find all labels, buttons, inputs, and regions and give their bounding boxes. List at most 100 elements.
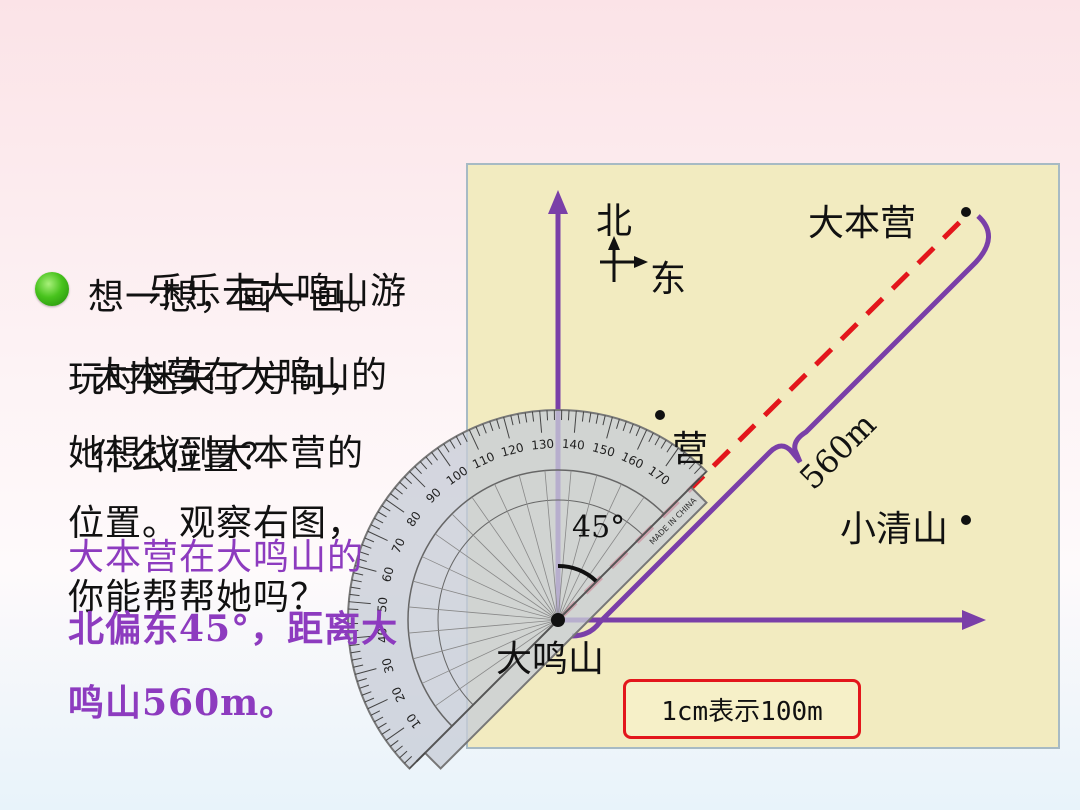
protractor-number: 60 [379,565,396,583]
protractor-ray [557,470,572,621]
protractor-tick [455,436,462,446]
protractor-tick [690,471,707,488]
protractor-tick [414,466,422,475]
protractor-tick [443,443,450,453]
protractor-tick [517,413,521,424]
protractor-tick [349,593,360,597]
protractor-tick [381,505,391,512]
partial-point [655,410,665,420]
camp-point [961,207,971,217]
protractor-ray [557,496,645,621]
question-line-1-overlay: 乐乐去大鸣山游 [148,271,408,312]
protractor-tick [389,740,399,747]
protractor-ray [451,513,559,621]
protractor-tick [355,565,377,572]
protractor-tick [385,499,405,513]
protractor-tick [648,432,654,443]
protractor-ray [421,556,559,621]
protractor-tick [348,601,371,605]
compass-east-head [634,256,648,268]
protractor-tick [666,443,673,453]
protractor-tick [688,461,697,470]
partial-label: 营 [672,429,709,470]
question-line-3: 她想找到大本营的 [68,433,365,474]
protractor-tick [595,413,599,424]
protractor-ray [421,619,559,684]
protractor-ray [434,619,559,707]
protractor-tick [531,411,535,422]
hill-label: 小清山 [840,509,949,550]
protractor-ray [557,475,598,621]
protractor-tick [381,728,391,735]
protractor-tick [622,421,627,432]
protractor-tick [602,415,606,426]
protractor-number: 70 [389,536,408,556]
protractor-ray [413,580,559,621]
scale-text: 1cm表示100m [661,696,823,727]
protractor-ray [494,483,559,621]
protractor-tick [419,461,428,470]
protractor-tick [482,423,487,434]
protractor-tick [353,664,364,668]
protractor-tick [361,544,372,549]
protractor-tick [370,524,381,530]
protractor-tick [394,487,403,495]
question-line-5: 你能帮帮她吗？ [68,577,328,618]
protractor-tick [377,511,387,518]
protractor-tick [364,697,375,703]
protractor-tick [399,750,408,759]
protractor-tick [615,419,620,429]
protractor-tick [370,710,381,716]
question-line-1: 想一想，画一画。 [88,277,385,318]
protractor-tick [359,551,370,556]
bearing-dashed-line [558,212,970,620]
protractor-tick [510,415,514,426]
start-point [551,613,565,627]
protractor-ray [471,496,559,621]
protractor-tick [573,410,577,433]
protractor-tick [348,635,371,639]
scale-legend: 1cm表示100m [623,679,861,739]
protractor-tick [399,481,408,490]
protractor-tick [629,423,634,434]
protractor-tick [394,745,403,753]
start-label: 大鸣山 [496,639,605,680]
protractor-tick [367,699,388,710]
protractor-tick [425,456,433,465]
protractor-tick [678,451,685,461]
protractor-number: 140 [561,437,585,453]
east-label: 东 [650,259,687,300]
protractor-tick [374,716,384,723]
protractor-number: 50 [375,596,390,612]
protractor-tick [665,447,679,467]
answer-line-1: 大本营在大鸣山的 [68,537,365,578]
protractor-number: 20 [389,684,408,704]
protractor-tick [539,410,543,433]
protractor-tick [351,579,362,583]
protractor-tick [524,412,528,423]
protractor-tick [409,471,426,488]
answer-line-3: 鸣山560m。 [68,682,297,724]
protractor-tick [374,517,384,524]
protractor-tick [468,429,479,450]
protractor-ray [413,619,559,660]
protractor-tick [635,426,641,437]
protractor-tick [351,657,362,661]
protractor-tick [348,629,359,632]
protractor-ray [408,619,559,634]
protractor-tick [581,411,585,422]
protractor-tick [496,419,501,429]
protractor-tick [462,432,468,443]
protractor-tick [683,456,691,465]
protractor-tick [361,691,372,696]
protractor-tick [353,572,364,576]
protractor-ray [544,470,559,621]
protractor-tick [357,677,367,682]
protractor-tick [409,752,426,769]
protractor-number: 130 [531,437,555,453]
north-arrowhead [548,190,568,214]
protractor-tick [475,426,481,437]
protractor-tick [350,650,361,654]
